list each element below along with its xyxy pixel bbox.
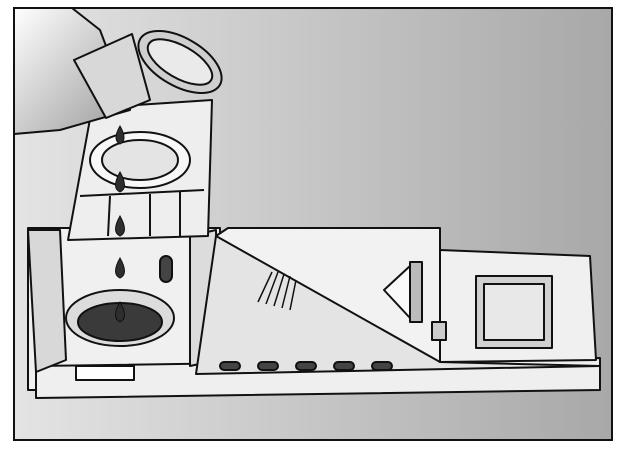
open-lid: [67, 99, 213, 241]
detergent-compartment-cover: [195, 227, 601, 375]
rinse-aid-drops: [115, 124, 125, 323]
grip-lines: [257, 271, 297, 311]
bottle: [13, 7, 223, 135]
vent-slots: [219, 361, 393, 371]
